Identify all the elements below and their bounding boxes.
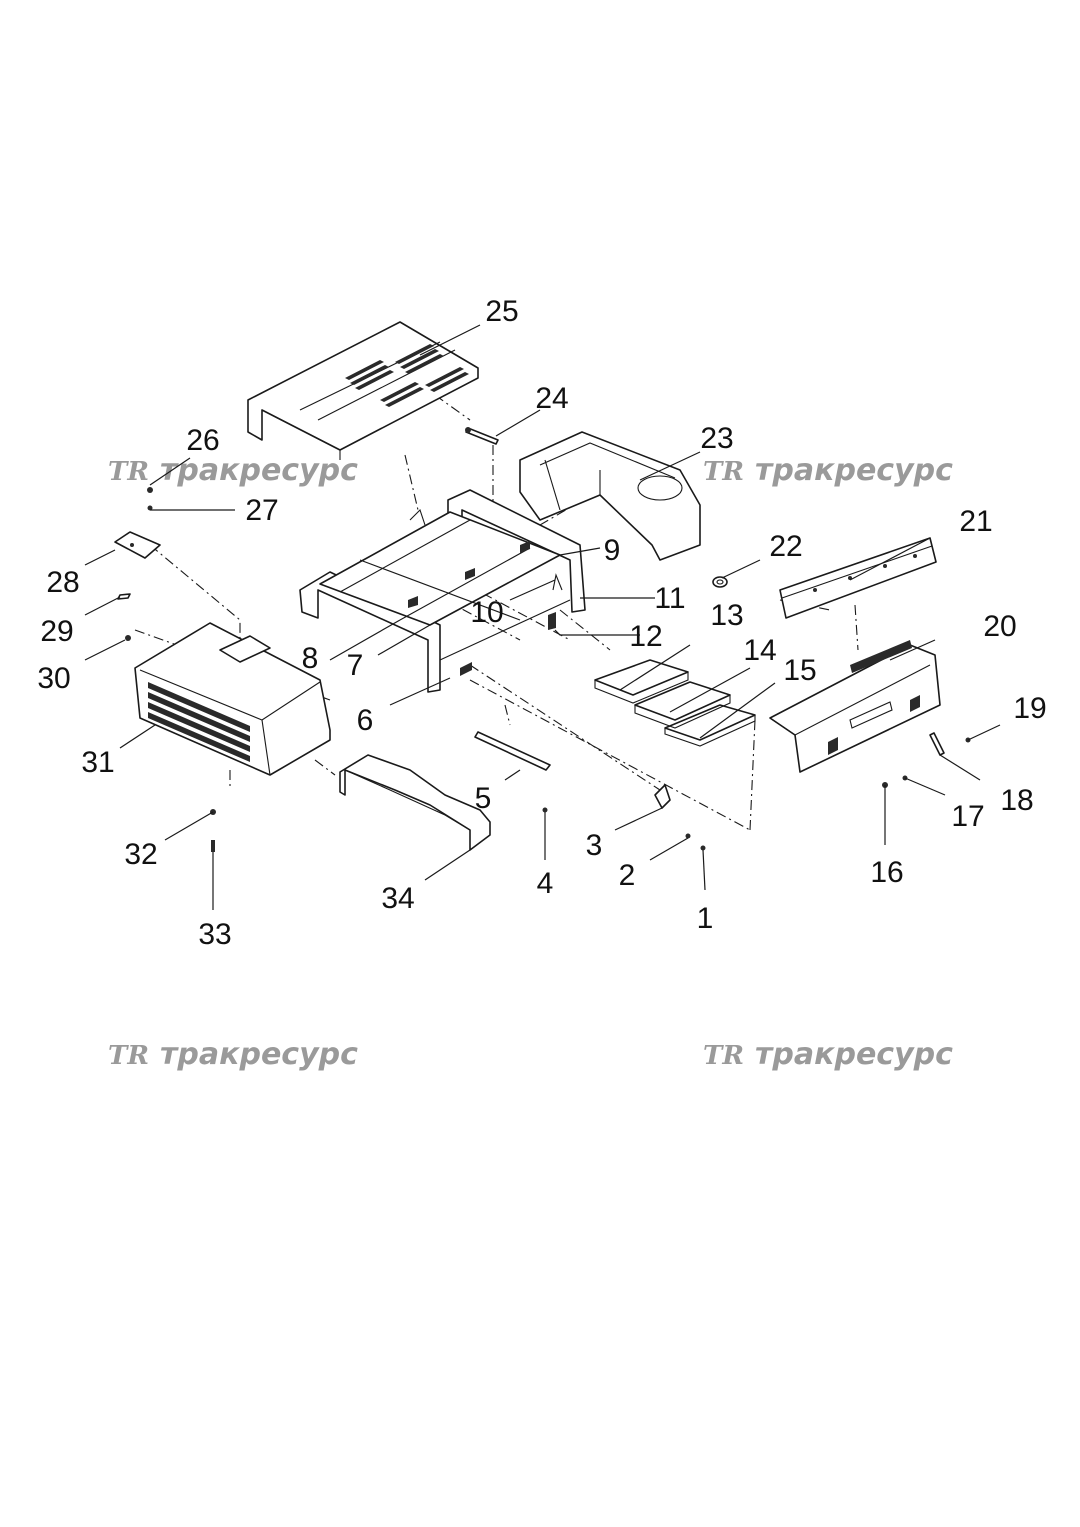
callout-12: 12 — [629, 620, 662, 653]
callout-1: 1 — [697, 902, 714, 935]
callout-9: 9 — [604, 534, 621, 567]
part-main-frame — [299, 489, 586, 693]
part-rod — [465, 427, 499, 445]
callout-16: 16 — [870, 856, 903, 889]
callout-28: 28 — [46, 566, 79, 599]
part-bumper — [339, 754, 491, 851]
callout-17: 17 — [951, 800, 984, 833]
callout-5: 5 — [475, 782, 492, 815]
callout-23: 23 — [700, 422, 733, 455]
callout-14: 14 — [743, 634, 776, 667]
callout-26: 26 — [186, 424, 219, 457]
part-cable — [929, 732, 945, 756]
callout-7: 7 — [347, 649, 364, 682]
callout-33: 33 — [198, 918, 231, 951]
hardware-dots — [147, 487, 908, 852]
part-clip — [654, 784, 671, 809]
part-plates — [594, 659, 756, 747]
watermark-top-left: TR тракресурс — [108, 453, 358, 488]
leader-lines — [84, 324, 1001, 910]
callout-2: 2 — [619, 859, 636, 892]
watermark-text: тракресурс — [755, 453, 953, 488]
callout-30: 30 — [37, 662, 70, 695]
callout-27: 27 — [245, 494, 278, 527]
watermark-top-right: TR тракресурс — [703, 453, 953, 488]
callout-18: 18 — [1000, 784, 1033, 817]
callout-22: 22 — [769, 530, 802, 563]
watermark-text: тракресурс — [755, 1037, 953, 1072]
part-grommet — [712, 576, 728, 588]
part-side-cover — [519, 431, 701, 561]
callout-24: 24 — [535, 382, 568, 415]
watermark-logo: TR — [108, 457, 149, 487]
callout-31: 31 — [81, 746, 114, 779]
watermark-text: тракресурс — [160, 453, 358, 488]
callout-29: 29 — [40, 615, 73, 648]
callout-25: 25 — [485, 295, 518, 328]
grille-vents — [148, 682, 250, 762]
watermark-text: тракресурс — [160, 1037, 358, 1072]
callout-10: 10 — [470, 596, 503, 629]
callout-numbers: 1 2 3 4 5 6 7 8 9 10 11 12 13 14 15 16 1… — [37, 295, 1046, 951]
part-bracket — [114, 531, 161, 641]
part-strip — [779, 537, 937, 619]
callout-8: 8 — [302, 642, 319, 675]
callout-13: 13 — [710, 599, 743, 632]
callout-20: 20 — [983, 610, 1016, 643]
callout-6: 6 — [357, 704, 374, 737]
part-top-cover — [247, 321, 479, 460]
part-front-grille — [134, 622, 331, 776]
callout-3: 3 — [586, 829, 603, 862]
callout-4: 4 — [537, 867, 554, 900]
part-rear-panel — [769, 640, 941, 773]
callout-34: 34 — [381, 882, 414, 915]
top-cover-vents — [345, 344, 469, 407]
watermark-logo: TR — [703, 457, 744, 487]
callout-21: 21 — [959, 505, 992, 538]
watermark-bottom-right: TR тракресурс — [703, 1037, 953, 1072]
callout-15: 15 — [783, 654, 816, 687]
watermark-logo: TR — [108, 1041, 149, 1071]
callout-32: 32 — [124, 838, 157, 871]
part-small-bracket — [474, 731, 551, 771]
callout-11: 11 — [654, 582, 685, 615]
callout-19: 19 — [1013, 692, 1046, 725]
watermark-logo: TR — [703, 1041, 744, 1071]
watermark-bottom-left: TR тракресурс — [108, 1037, 358, 1072]
